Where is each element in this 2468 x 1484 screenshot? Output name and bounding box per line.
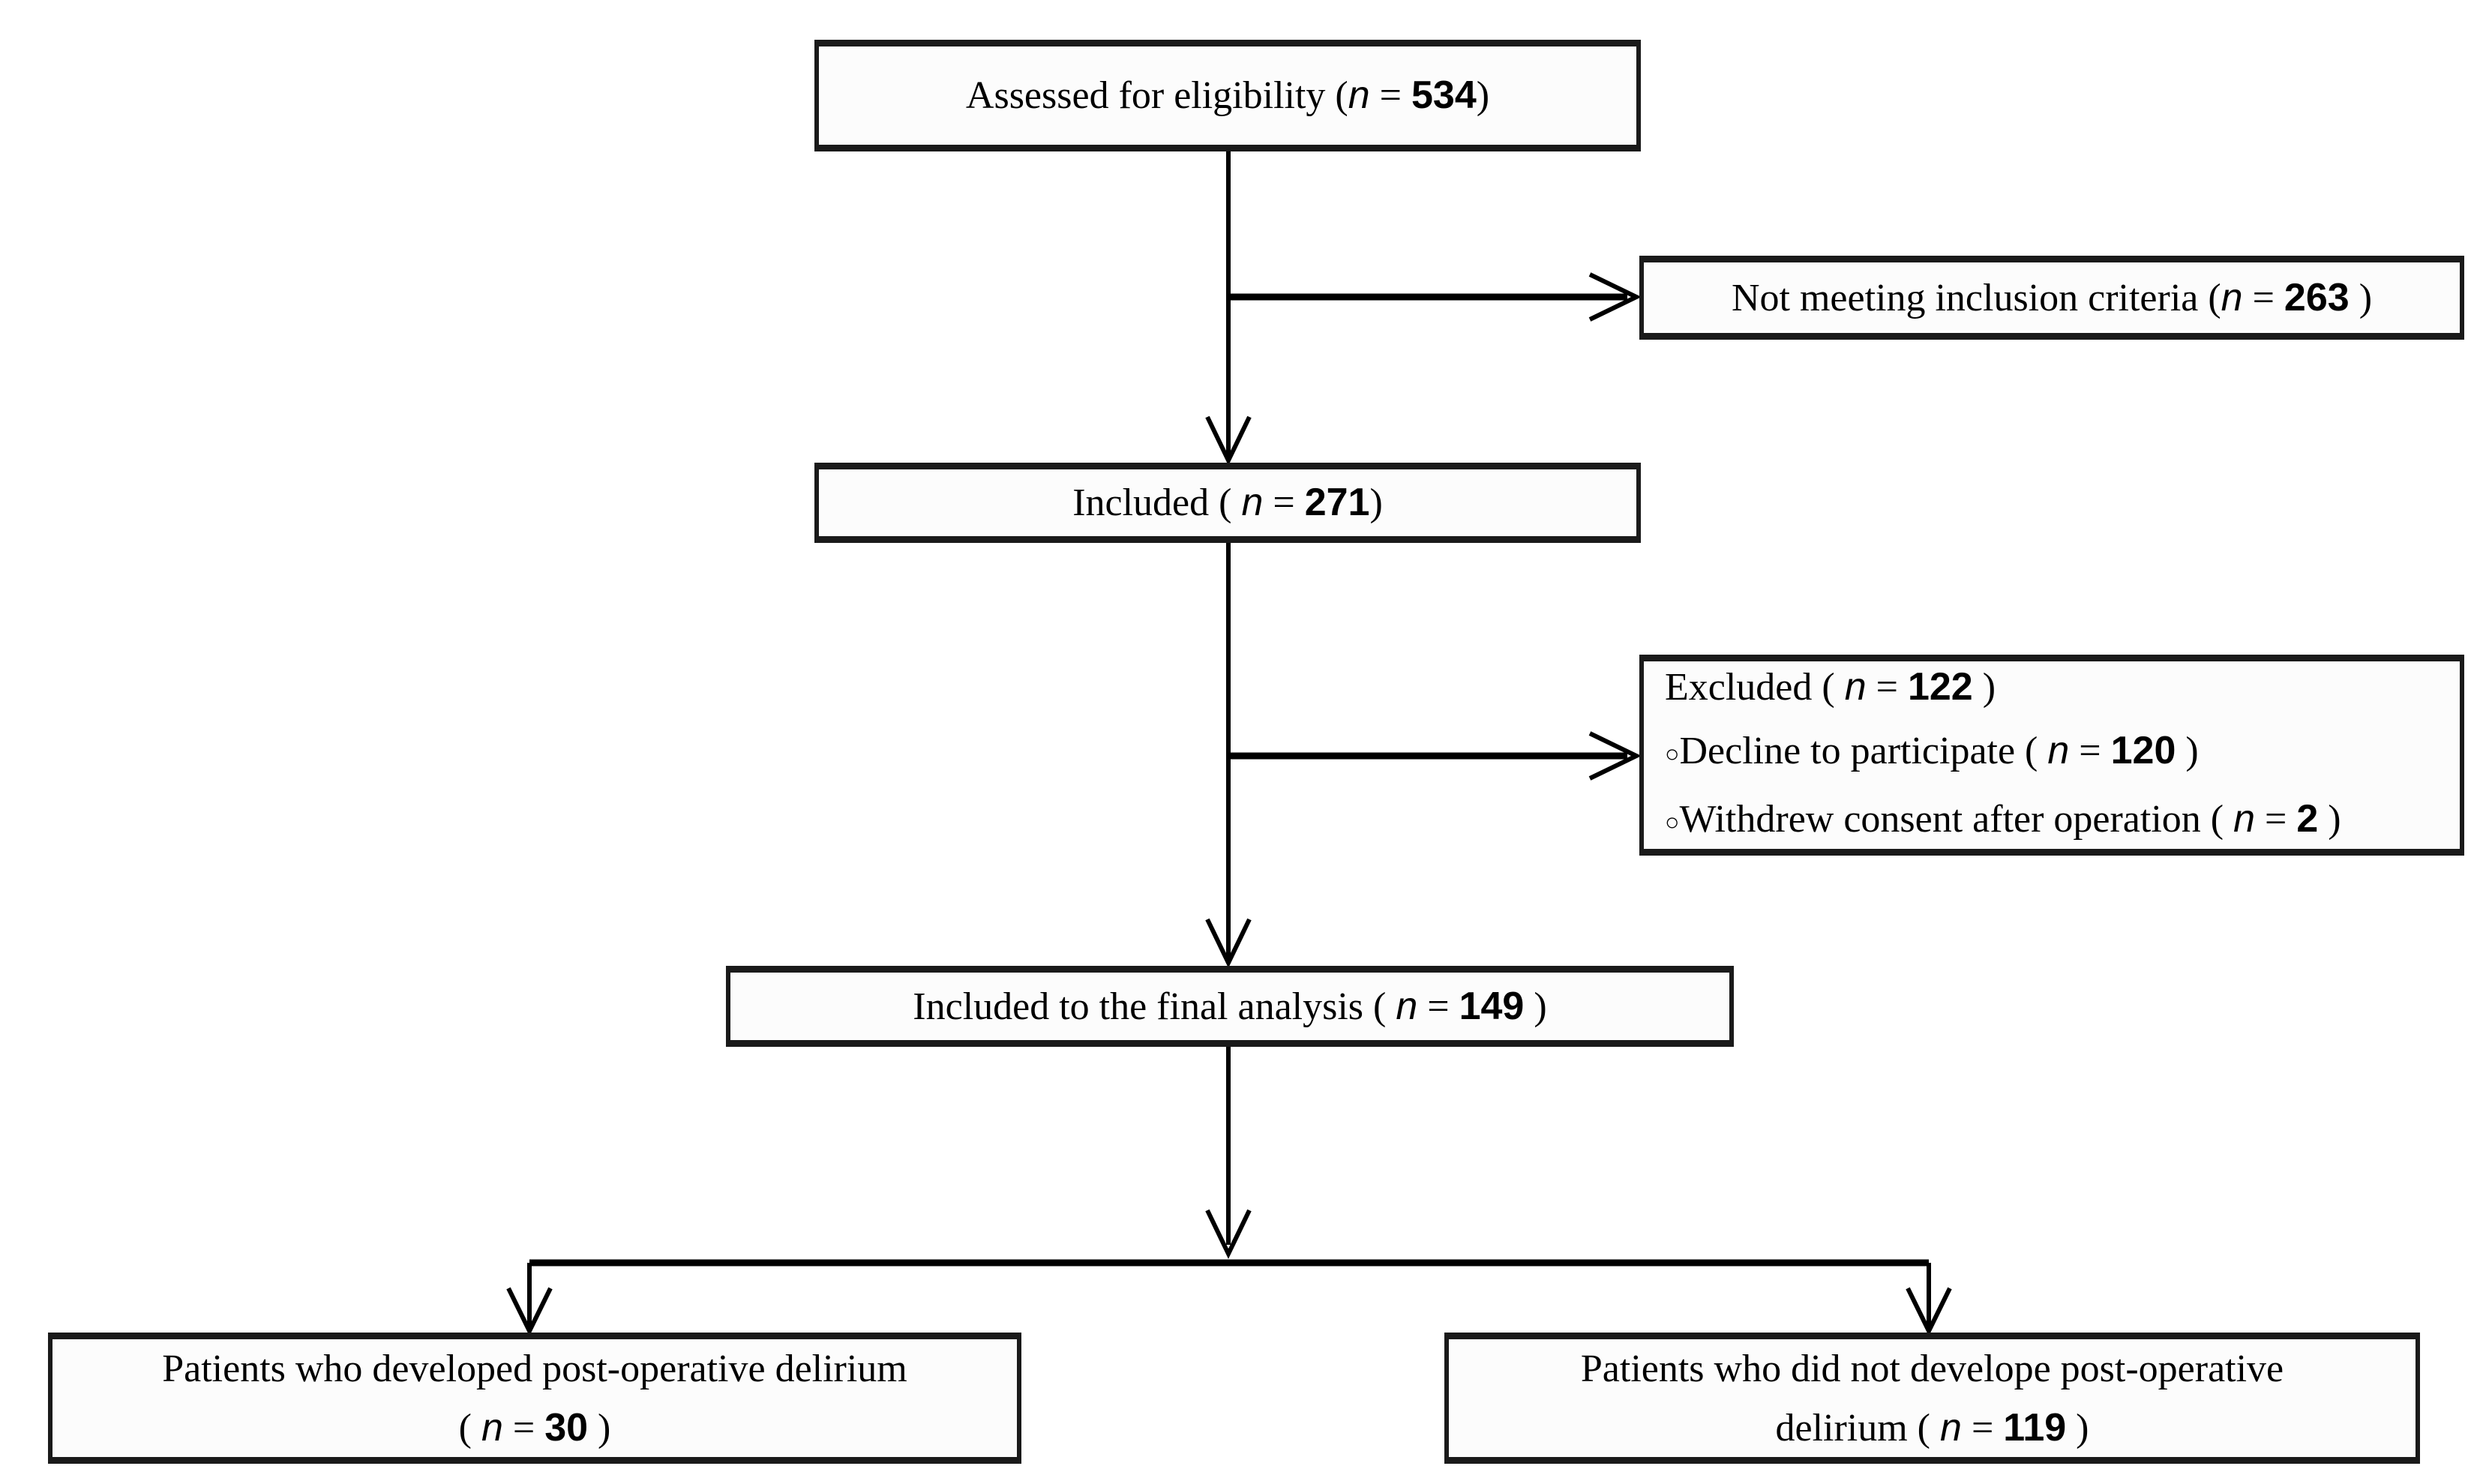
label-suffix: ) (2066, 1406, 2089, 1450)
arrowhead-down-delirium (506, 1287, 553, 1336)
arrowhead-down-no-delirium (1906, 1287, 1952, 1336)
node-included: Included ( n = 271) (814, 463, 1641, 543)
arrowhead-down-split (1205, 1209, 1252, 1259)
excluded-reason-withdrew: ○Withdrew consent after operation ( n = … (1665, 787, 2341, 856)
label-prefix: ( (458, 1406, 481, 1450)
label-suffix: ) (1476, 74, 1490, 117)
node-assessed: Assessed for eligibility (n = 534) (814, 40, 1641, 151)
label-prefix: Withdrew consent after operation ( (1679, 797, 2234, 841)
node-delirium-line2: ( n = 30 ) (459, 1399, 611, 1458)
label-prefix: Assessed for eligibility ( (965, 74, 1348, 117)
arrowhead-down-final (1205, 918, 1252, 968)
label-suffix: ) (1524, 985, 1547, 1028)
label-prefix: Decline to participate ( (1679, 729, 2048, 772)
n-symbol: n (2233, 796, 2256, 841)
node-no-delirium-line1: Patients who did not develope post-opera… (1580, 1347, 2284, 1390)
excluded-reason-decline: ○Decline to participate ( n = 120 ) (1665, 719, 2199, 787)
node-no-delirium-line2: delirium ( n = 119 ) (1776, 1399, 2089, 1458)
node-delirium: Patients who developed post-operative de… (48, 1333, 1021, 1464)
n-value: 119 (2003, 1405, 2067, 1450)
n-value: 120 (2110, 728, 2176, 772)
n-symbol: n (1396, 984, 1418, 1028)
label-suffix: ) (2318, 797, 2341, 841)
n-value: 263 (2284, 275, 2350, 319)
node-not-meeting-label: Not meeting inclusion criteria (n = 263 … (1732, 274, 2372, 322)
node-no-delirium: Patients who did not develope post-opera… (1444, 1333, 2420, 1464)
label-prefix: Not meeting inclusion criteria ( (1731, 276, 2221, 319)
n-symbol: n (1241, 481, 1264, 524)
equals-sign: = (2255, 797, 2297, 841)
circle-bullet-icon: ○ (1665, 739, 1680, 767)
n-symbol: n (2221, 275, 2243, 319)
label-prefix: Included ( (1072, 481, 1242, 524)
label-suffix: ) (1369, 481, 1383, 524)
n-symbol: n (2047, 728, 2070, 772)
excluded-header: Excluded ( n = 122 ) (1665, 655, 1996, 719)
node-excluded: Excluded ( n = 122 ) ○Decline to partici… (1639, 655, 2464, 856)
n-value: 149 (1459, 984, 1525, 1028)
node-assessed-label: Assessed for eligibility (n = 534) (966, 71, 1489, 120)
equals-sign: = (1369, 74, 1411, 117)
label-suffix: ) (2349, 276, 2373, 319)
n-symbol: n (481, 1405, 503, 1450)
equals-sign: = (1417, 985, 1459, 1028)
n-value: 271 (1304, 481, 1370, 524)
n-symbol: n (1844, 664, 1867, 709)
n-value: 30 (544, 1405, 589, 1450)
equals-sign: = (1263, 481, 1305, 524)
equals-sign: = (502, 1406, 545, 1450)
n-value: 2 (2296, 796, 2319, 841)
node-delirium-line1: Patients who developed post-operative de… (162, 1347, 907, 1390)
arrowhead-down-included (1205, 415, 1252, 466)
n-value: 534 (1411, 73, 1477, 117)
label-suffix: ) (2176, 729, 2199, 772)
equals-sign: = (2069, 729, 2111, 772)
label-suffix: ) (1972, 665, 1996, 709)
n-value: 122 (1907, 664, 1973, 709)
label-prefix: Included to the final analysis ( (913, 985, 1396, 1028)
label-prefix: Excluded ( (1665, 665, 1845, 709)
equals-sign: = (1866, 665, 1908, 709)
n-symbol: n (1940, 1405, 1962, 1450)
label-prefix: delirium ( (1775, 1406, 1941, 1450)
node-final-analysis-label: Included to the final analysis ( n = 149… (913, 982, 1546, 1031)
equals-sign: = (2242, 276, 2284, 319)
equals-sign: = (1961, 1406, 2004, 1450)
arrowhead-right-excluded (1588, 731, 1642, 781)
label-suffix: ) (588, 1406, 611, 1450)
node-final-analysis: Included to the final analysis ( n = 149… (726, 966, 1734, 1047)
n-symbol: n (1348, 73, 1370, 117)
circle-bullet-icon: ○ (1665, 808, 1680, 835)
node-not-meeting: Not meeting inclusion criteria (n = 263 … (1639, 256, 2464, 340)
arrowhead-right-not-meeting (1588, 272, 1642, 322)
node-included-label: Included ( n = 271) (1072, 478, 1383, 527)
